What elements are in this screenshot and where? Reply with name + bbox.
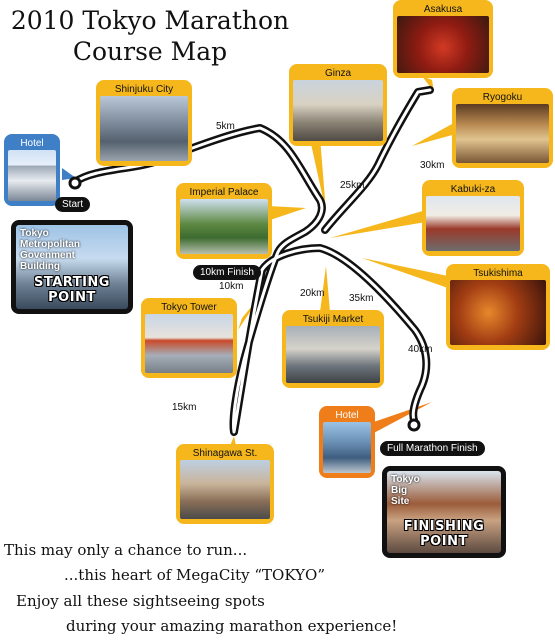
card-label: Ryogoku bbox=[482, 92, 523, 103]
card-shinjuku[interactable]: Shinjuku City bbox=[96, 80, 192, 166]
km-30: 30km bbox=[420, 160, 445, 171]
card-tsukiji-market[interactable]: Tsukiji Market bbox=[282, 310, 384, 388]
finish-box-photo: Tokyo Big Site FINISHING POINT bbox=[387, 471, 501, 553]
finish-marker bbox=[407, 418, 421, 432]
message-line1: This may only a chance to run... bbox=[4, 541, 248, 559]
ryogoku-photo bbox=[456, 104, 549, 163]
message-line3: Enjoy all these sightseeing spots bbox=[16, 592, 265, 610]
message-line4: during your amazing marathon experience! bbox=[66, 617, 398, 635]
card-shinagawa[interactable]: Shinagawa St. bbox=[176, 444, 274, 524]
card-label: Shinagawa St. bbox=[192, 448, 258, 459]
card-label: Imperial Palace bbox=[189, 187, 259, 198]
km-40: 40km bbox=[408, 344, 433, 355]
card-label: Hotel bbox=[335, 410, 359, 421]
start-box-title: STARTING POINT bbox=[34, 275, 110, 305]
ginza-photo bbox=[293, 80, 383, 141]
finish-box-title: FINISHING POINT bbox=[403, 519, 485, 549]
km-20: 20km bbox=[300, 288, 325, 299]
pointer-tsukiji bbox=[320, 266, 330, 312]
title-line1: 2010 Tokyo Marathon bbox=[10, 6, 290, 35]
hotel-start-photo bbox=[8, 150, 56, 201]
pointer-tsukishima bbox=[362, 258, 448, 288]
map-title: 2010 Tokyo Marathon Course Map bbox=[0, 6, 300, 66]
km-25: 25km bbox=[340, 180, 365, 191]
card-kabukiza[interactable]: Kabuki-za bbox=[422, 180, 524, 256]
card-tokyo-tower[interactable]: Tokyo Tower bbox=[141, 298, 237, 378]
km-35: 35km bbox=[349, 293, 374, 304]
route-inner bbox=[73, 88, 432, 434]
kabukiza-photo bbox=[426, 196, 520, 251]
card-label: Ginza bbox=[324, 68, 352, 79]
pointer-imperial bbox=[268, 206, 306, 220]
start-marker bbox=[68, 176, 82, 190]
full-finish-pill: Full Marathon Finish bbox=[380, 441, 485, 456]
card-asakusa[interactable]: Asakusa bbox=[393, 0, 493, 78]
hotel-finish-photo bbox=[323, 422, 371, 473]
km-10: 10km bbox=[219, 281, 244, 292]
asakusa-photo bbox=[397, 16, 489, 73]
card-label: Tsukishima bbox=[473, 268, 523, 279]
card-tsukishima[interactable]: Tsukishima bbox=[446, 264, 550, 350]
tokyotower-photo bbox=[145, 314, 233, 373]
tsukishima-photo bbox=[450, 280, 546, 345]
card-label: Asakusa bbox=[423, 4, 463, 15]
pointer-ryogoku bbox=[412, 124, 456, 146]
finishing-point-box[interactable]: Tokyo Big Site FINISHING POINT bbox=[382, 466, 506, 558]
starting-point-box[interactable]: Tokyo Metropolitan Govenment Building ST… bbox=[11, 220, 133, 314]
pointer-kabukiza bbox=[330, 210, 426, 238]
message-line2: ...this heart of MegaCity “TOKYO” bbox=[64, 566, 326, 584]
finish-box-caption: Tokyo Big Site bbox=[391, 474, 420, 507]
tsukiji-photo bbox=[286, 326, 380, 383]
card-label: Kabuki-za bbox=[450, 184, 496, 195]
card-imperial-palace[interactable]: Imperial Palace bbox=[176, 183, 272, 259]
card-ryogoku[interactable]: Ryogoku bbox=[452, 88, 553, 168]
start-box-photo: Tokyo Metropolitan Govenment Building ST… bbox=[16, 225, 128, 309]
card-hotel-start[interactable]: Hotel bbox=[4, 134, 60, 206]
title-line2: Course Map bbox=[72, 37, 228, 66]
card-label: Shinjuku City bbox=[114, 84, 174, 95]
card-ginza[interactable]: Ginza bbox=[289, 64, 387, 146]
card-label: Tsukiji Market bbox=[302, 314, 364, 325]
tenk-finish-pill: 10km Finish bbox=[193, 265, 261, 280]
imperial-photo bbox=[180, 199, 268, 254]
start-box-caption: Tokyo Metropolitan Govenment Building bbox=[20, 228, 80, 272]
card-label: Tokyo Tower bbox=[161, 302, 217, 313]
km-15: 15km bbox=[172, 402, 197, 413]
shinjuku-photo bbox=[100, 96, 188, 161]
card-label: Hotel bbox=[20, 138, 44, 149]
card-hotel-finish[interactable]: Hotel bbox=[319, 406, 375, 478]
km-5: 5km bbox=[216, 121, 235, 132]
shinagawa-photo bbox=[180, 460, 270, 519]
start-pill: Start bbox=[55, 197, 91, 212]
